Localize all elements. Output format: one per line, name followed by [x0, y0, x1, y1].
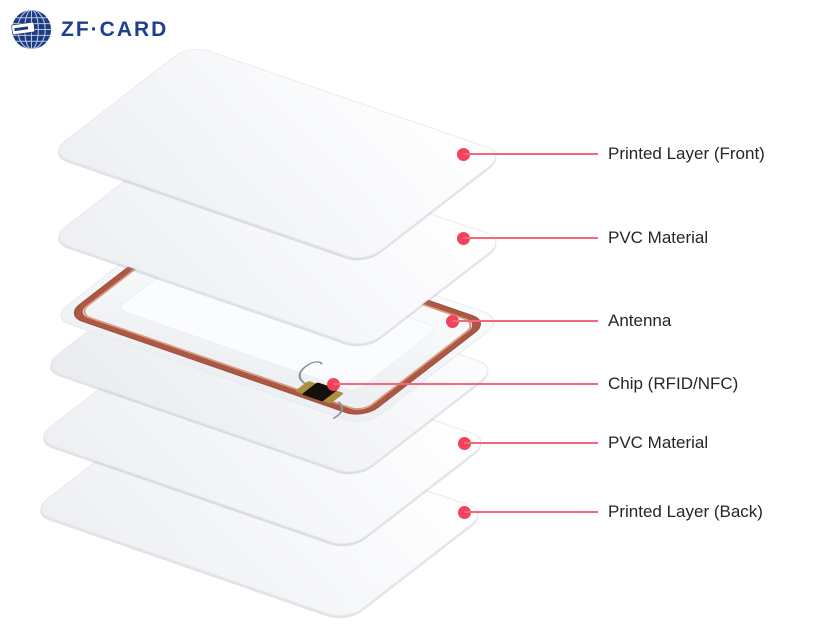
callout-label: PVC Material: [608, 228, 709, 247]
brand-name: ZF·CARD: [61, 17, 169, 41]
callout-line: [464, 511, 598, 513]
callout-label: Printed Layer (Front): [608, 144, 765, 163]
chip-pad-right: [322, 390, 344, 404]
callout-label: Printed Layer (Back): [608, 502, 763, 521]
callout-line: [464, 442, 598, 444]
globe-card-icon: [11, 9, 52, 50]
brand-logo: ZF·CARD: [10, 8, 168, 51]
callout-label: Antenna: [608, 311, 672, 330]
callout-label: Chip (RFID/NFC): [608, 374, 739, 393]
callout-label: PVC Material: [608, 433, 709, 452]
mini-card-glyph: [11, 21, 36, 35]
chip-pad-left: [295, 381, 317, 394]
